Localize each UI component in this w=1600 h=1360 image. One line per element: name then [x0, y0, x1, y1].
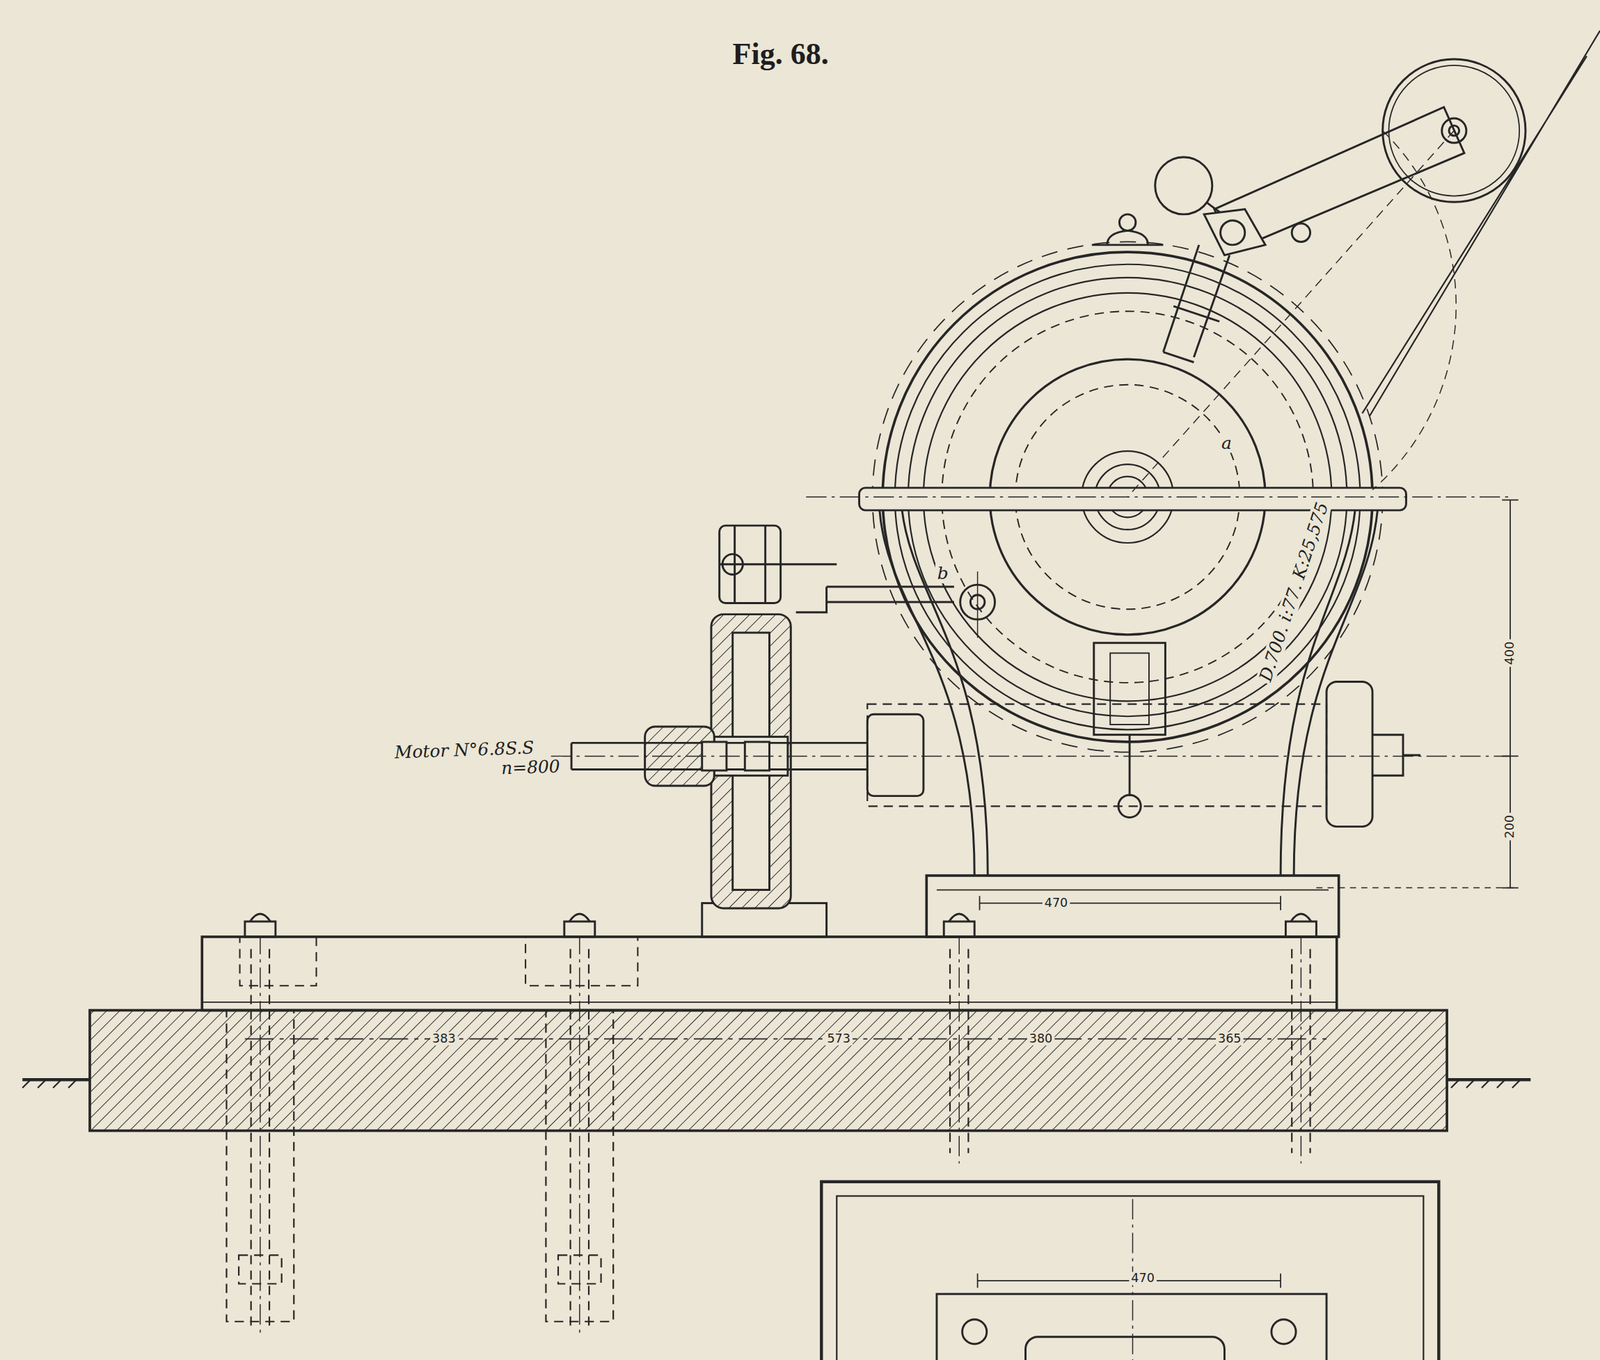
dim-470 — [979, 895, 1282, 911]
worm-housing — [867, 704, 1327, 807]
figure-title: Fig. 68. — [732, 36, 829, 70]
frame-leg — [879, 510, 988, 876]
ground-hatch — [22, 1079, 1520, 1088]
brake-rod — [1162, 244, 1230, 363]
bolt-nut — [943, 921, 975, 937]
frame-arm — [796, 586, 955, 613]
bolt-axis — [958, 933, 960, 1164]
bolt-head — [1290, 913, 1312, 922]
lever-wheel — [1382, 59, 1526, 202]
dimension: 400 — [1503, 639, 1517, 667]
part-letter: b — [935, 563, 951, 583]
bolt-axis — [259, 933, 261, 1337]
worm-axis — [551, 755, 1511, 757]
bolt-head — [569, 913, 590, 922]
bed-plate-edge — [201, 1001, 1337, 1003]
dimension: 365 — [1215, 1032, 1243, 1046]
bolt-nut — [564, 921, 596, 937]
dimension: 380 — [1027, 1032, 1055, 1046]
dim-vertical — [1501, 499, 1518, 888]
dim-extension — [1316, 887, 1518, 889]
coupling-fingers — [719, 525, 838, 603]
valve-axis — [977, 571, 978, 638]
bolt-axis — [579, 933, 580, 1337]
end-nut — [1372, 734, 1421, 776]
gauge-inner — [1110, 652, 1150, 725]
dimension: 470 — [1042, 896, 1070, 910]
bolt-nut — [244, 921, 276, 937]
dimension: 470 — [1128, 1271, 1156, 1285]
plan-bolt — [1271, 1319, 1296, 1344]
bolt-head — [949, 913, 970, 922]
bed-pocket — [525, 936, 638, 986]
bed-pocket — [240, 936, 317, 986]
rod-ball — [1291, 223, 1310, 242]
dimension: 573 — [824, 1032, 852, 1046]
speed-label: n=800 — [498, 756, 563, 779]
drawing-group — [22, 30, 1600, 1360]
ground-line — [22, 1078, 1531, 1081]
plan-bearing — [1025, 1336, 1225, 1360]
bolt-head — [249, 913, 271, 922]
center-line — [244, 1038, 1327, 1040]
frame-base — [926, 875, 1339, 937]
bed-plate — [201, 936, 1337, 1011]
bolt-nut — [1285, 921, 1317, 937]
dimension: 383 — [430, 1032, 458, 1046]
lever-pivot — [1442, 118, 1467, 143]
end-cap — [1326, 681, 1373, 827]
dimension: 200 — [1503, 812, 1517, 841]
part-letter: a — [1219, 433, 1234, 453]
brake-link — [1204, 209, 1266, 256]
gauge-box — [1094, 643, 1166, 735]
plan-frame-inner — [836, 1195, 1424, 1360]
gear-data: D.700. i:77. K:25,575 — [1255, 498, 1333, 687]
lever-wheel-inner — [1388, 65, 1520, 197]
plan-bolt — [962, 1319, 987, 1344]
rope — [1361, 30, 1600, 417]
gauge-rod — [1128, 734, 1131, 797]
knob-top — [1119, 214, 1136, 231]
counterweight — [1155, 157, 1213, 215]
knob — [1091, 230, 1164, 245]
coupling-boss — [722, 553, 743, 575]
axis-line — [805, 496, 1511, 497]
plan-frame — [821, 1181, 1439, 1360]
plan-base — [936, 1293, 1327, 1360]
gauge-ball — [1118, 794, 1141, 818]
bolt-axis — [1300, 933, 1302, 1164]
worm-housing-end — [867, 714, 924, 796]
lever-dashed — [1127, 130, 1456, 497]
link-pin — [1220, 220, 1246, 245]
frame-base-edge — [936, 889, 1329, 891]
